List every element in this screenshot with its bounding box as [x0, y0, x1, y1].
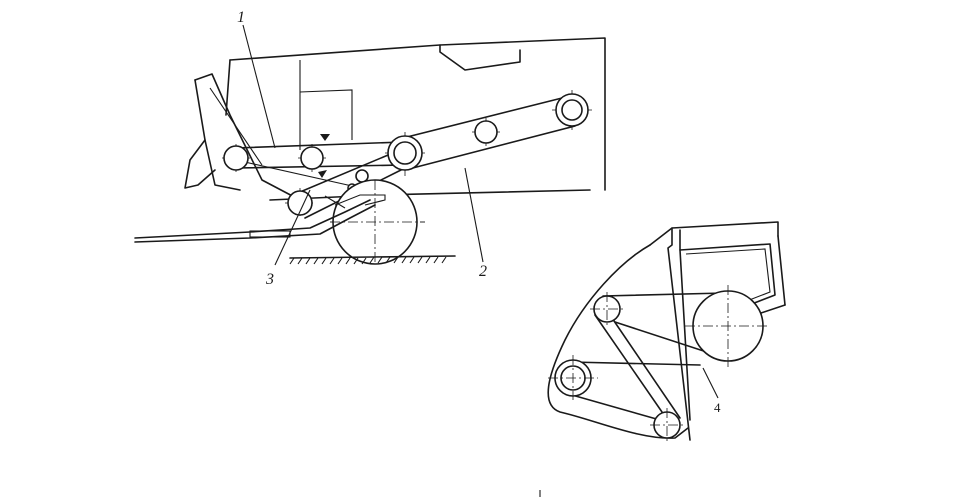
- direction-arrows: [318, 134, 330, 178]
- pulley-lower: [287, 190, 313, 216]
- pulley-idler-mid: [474, 120, 498, 144]
- label-3: 3: [265, 271, 274, 288]
- cutter-bar: [134, 194, 386, 243]
- label-1: 1: [237, 9, 245, 26]
- pulley-front: [223, 145, 249, 171]
- pulley-idler-upper: [300, 146, 324, 170]
- label-4: 4: [714, 400, 721, 415]
- pulley-double-inner: [393, 141, 417, 165]
- label-2: 2: [479, 263, 487, 280]
- belt-4: [569, 292, 726, 421]
- ground-line: [289, 255, 456, 265]
- pulley-rear-inner: [561, 99, 583, 121]
- feeder-frame: [184, 73, 301, 201]
- leader-lines-left: [242, 24, 484, 266]
- pulleys-left: [223, 93, 589, 216]
- belt-2: [394, 95, 576, 171]
- side-view-drawing: 1 2 3: [134, 9, 606, 288]
- leader-line-4: [702, 367, 719, 399]
- centerlines-detail: [548, 285, 770, 442]
- detail-view-drawing: 4: [547, 221, 786, 442]
- drive-wheel: [330, 179, 425, 265]
- detail-housing: [547, 244, 689, 439]
- machine-body: [225, 37, 606, 201]
